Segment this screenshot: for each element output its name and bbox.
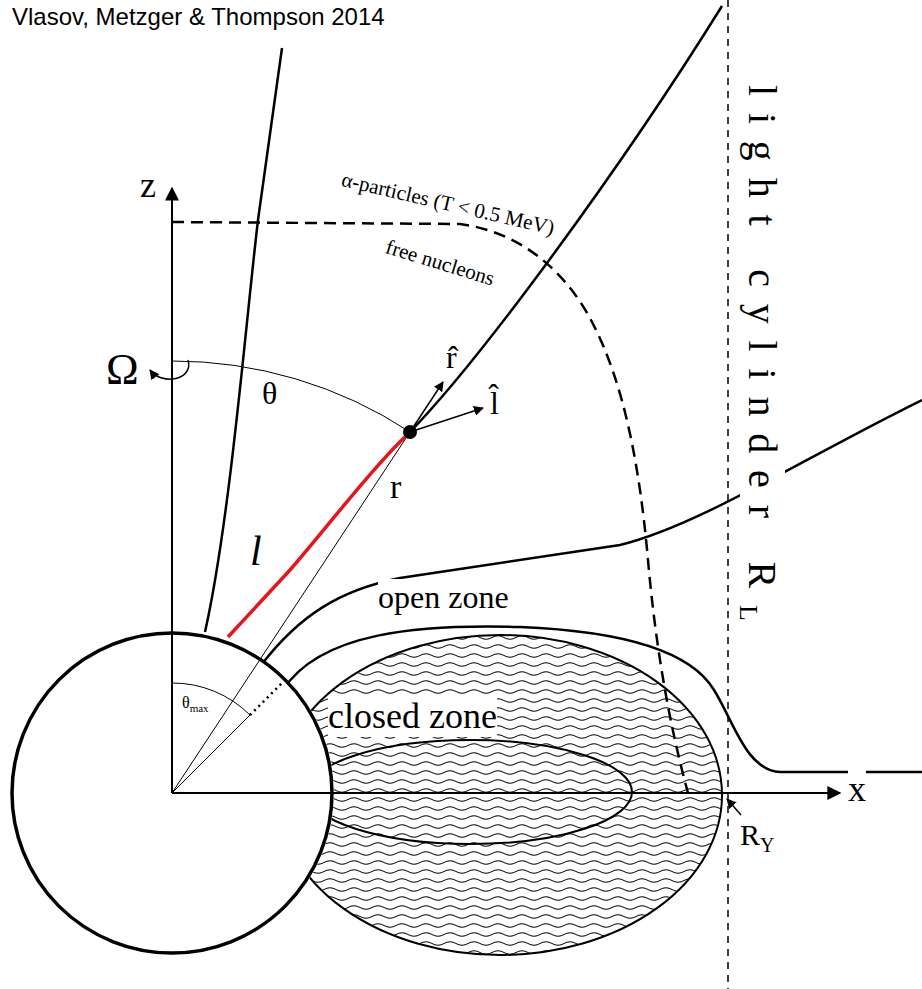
- arc-length-label: l: [250, 528, 262, 574]
- citation-title: Vlasov, Metzger & Thompson 2014: [12, 3, 385, 30]
- light-cylinder-label: light cylinder R: [740, 85, 785, 605]
- field-line: [262, 400, 922, 664]
- radius-label: r: [390, 468, 401, 505]
- theta-max-dotted: [250, 681, 284, 715]
- rotation-symbol: Ω: [106, 346, 139, 394]
- region-label: free nucleons: [383, 235, 498, 291]
- light-cylinder-label: light cylinder RL: [740, 85, 784, 621]
- angle-label: θmax: [182, 694, 209, 712]
- region-label: free nucleons: [383, 236, 497, 291]
- theta-arc: [172, 361, 410, 432]
- radius-label: R: [740, 818, 760, 851]
- theta-max-line: [172, 715, 250, 793]
- subscript: max: [190, 702, 209, 714]
- unit-vector-arrow: [410, 382, 443, 432]
- unit-vector-arrow: [410, 408, 483, 432]
- hatched-ellipse: [276, 633, 726, 957]
- axis-label: x: [848, 770, 866, 810]
- rotation-symbol: Ω: [106, 345, 139, 394]
- unit-vector-label: r̂: [446, 339, 457, 375]
- angle-label: θ: [182, 694, 190, 711]
- axis-label: z: [140, 165, 156, 205]
- z-axis: [171, 188, 173, 793]
- subscript: L: [734, 605, 763, 621]
- closed-field-loop: [308, 740, 632, 844]
- zone-label: closed zone: [328, 697, 497, 737]
- field-line: [205, 48, 282, 632]
- theta-max-arc: [172, 683, 250, 715]
- radius-label: RY: [740, 818, 774, 851]
- point-dot: [403, 425, 417, 439]
- zone-label: open zone: [378, 579, 509, 615]
- subscript: Y: [760, 834, 774, 856]
- rotation-arrow: [150, 360, 189, 379]
- angle-label: θ: [262, 375, 277, 411]
- radius-label: r: [390, 468, 401, 505]
- unit-vector-label: r̂: [446, 340, 457, 375]
- field-line: [410, 6, 722, 432]
- leader-arrow: [727, 799, 741, 815]
- region-label: α-particles (T < 0.5 MeV): [339, 167, 557, 239]
- unit-vector-label: l̂: [490, 386, 499, 421]
- region-label: α-particles (T < 0.5 MeV): [339, 168, 556, 240]
- axis-label: x: [848, 769, 866, 809]
- closed-zone-region: closed zone: [276, 633, 726, 957]
- closed-zone-outline: [278, 635, 722, 955]
- arc-length-label: l: [250, 528, 262, 574]
- light-cylinder-line: [727, 0, 729, 989]
- zone-label: open zone: [378, 580, 509, 615]
- unit-vector-label: l̂: [490, 385, 499, 421]
- axis-label: z: [140, 166, 156, 206]
- citation-title: Vlasov, Metzger & Thompson 2014: [12, 4, 385, 30]
- angle-label: θ: [262, 376, 277, 411]
